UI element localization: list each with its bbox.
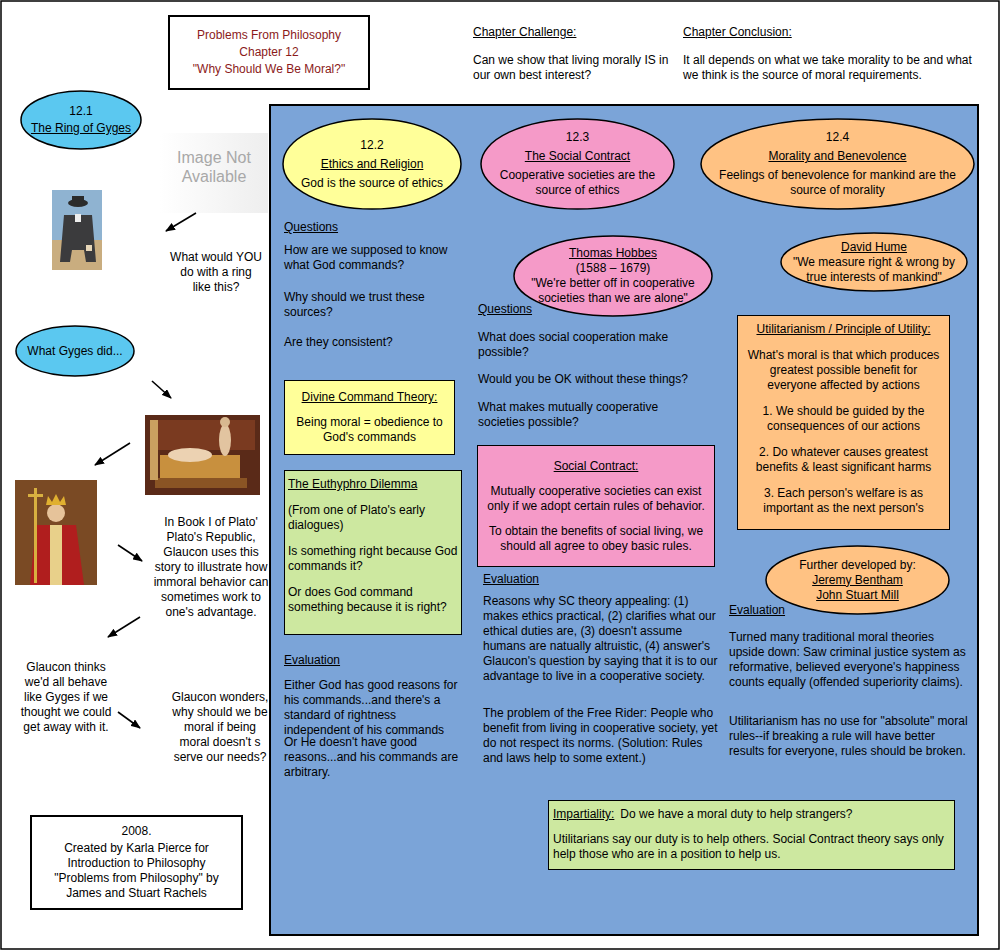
ellipse-outline (20, 90, 142, 150)
box-heading: Problems From Philosophy (178, 28, 360, 43)
section-heading: Evaluation (284, 653, 404, 668)
box-text: Mutually cooperative societies can exist… (481, 484, 711, 514)
note-text: Reasons why SC theory appealing: (1) mak… (483, 594, 723, 684)
man-painting (52, 190, 102, 270)
box-text: Is something right because God commands … (288, 544, 458, 574)
box-text: Feelings of benevolence for mankind are … (718, 168, 957, 198)
box-heading: David Hume (788, 240, 960, 255)
box-text: Cooperative societies are the source of … (496, 168, 659, 198)
box-text: John Stuart Mill (777, 588, 938, 603)
box-heading: Further developed by: (777, 558, 938, 573)
box-text: Or does God command something because it… (288, 585, 458, 615)
box-heading: 12.2 (296, 138, 448, 153)
section-heading: Questions (284, 220, 404, 235)
box-heading: The Euthyphro Dilemma (288, 477, 458, 492)
note-text: Would you be OK without these things? (478, 372, 703, 387)
image-placeholder (160, 133, 268, 213)
note-text: What would YOU do with a ring like this? (170, 250, 262, 295)
note-text: What does social cooperation make possib… (478, 330, 703, 360)
box-heading: 12.1 (30, 104, 132, 119)
box-text: Ethics and Religion (296, 157, 448, 172)
section-heading: Chapter Conclusion: (683, 25, 873, 40)
note-text: Either God has good reasons for his comm… (284, 678, 462, 738)
theory-box: Divine Command Theory: Being moral = obed… (284, 380, 455, 455)
box-text: Morality and Benevolence (718, 149, 957, 164)
box-heading: 12.4 (718, 130, 957, 145)
heading-line: Impartiality: Do we have a moral duty to … (553, 807, 950, 822)
dilemma-box: The Euthyphro Dilemma (From one of Plato'… (284, 470, 462, 635)
note-text: It all depends on what we take morality … (683, 53, 988, 83)
box-text: The Ring of Gyges (30, 121, 132, 136)
note-text: The problem of the Free Rider: People wh… (483, 706, 723, 766)
box-heading: Divine Command Theory: (291, 390, 448, 405)
note-text: Are they consistent? (284, 335, 456, 350)
box-text: "We're better off in cooperative societi… (523, 276, 703, 306)
note-text: Glaucon thinks we'd all behave like Gyge… (16, 660, 116, 735)
leader-arrows (95, 213, 196, 728)
box-question: Do we have a moral duty to help stranger… (620, 807, 852, 821)
box-heading: What Gyges did... (25, 344, 125, 359)
box-text: To obtain the benefits of social living,… (481, 524, 711, 554)
box-text: (1588 – 1679) (523, 261, 703, 276)
people-ellipse: Further developed by:Jeremy BenthamJohn … (765, 545, 950, 615)
topic-ellipse: What Gyges did... (15, 325, 135, 377)
box-heading: Utilitarianism / Principle of Utility: (744, 322, 943, 337)
box-text: What's moral is that which produces grea… (744, 348, 943, 393)
note-text: Glaucon wonders, why should we be moral … (170, 690, 270, 765)
section-heading: Questions (478, 302, 538, 317)
note-text: What makes mutually cooperative societie… (478, 400, 703, 430)
section-ellipse: 12.4Morality and BenevolenceFeelings of … (700, 118, 975, 210)
section-ellipse: 12.3The Social ContractCooperative socie… (480, 118, 675, 210)
section-heading: Chapter Challenge: (473, 25, 663, 40)
harem-painting (145, 415, 260, 495)
note-text: Turned many traditional moral theories u… (729, 630, 969, 690)
box-text: (From one of Plato's early dialogues) (288, 503, 458, 533)
box-text: Jeremy Bentham (777, 573, 938, 588)
note-text: Can we show that living morally IS in ou… (473, 53, 673, 83)
content-panel (270, 105, 978, 935)
box-heading: Social Contract: (481, 459, 711, 474)
box-heading: 2008. (52, 824, 221, 839)
box-text: "Why Should We Be Moral?" (178, 62, 360, 77)
box-text: God is the source of ethics (296, 176, 448, 191)
box-text: Utilitarians say our duty is to help oth… (553, 832, 950, 862)
note-text: In Book I of Plato' Plato's Republic, Gl… (152, 515, 270, 620)
credit-box: 2008. Created by Karla Pierce for Introdu… (30, 815, 243, 910)
theory-box: Utilitarianism / Principle of Utility: Wh… (737, 315, 950, 530)
section-ellipse: 12.2Ethics and ReligionGod is the source… (282, 118, 462, 210)
king-painting (15, 480, 97, 585)
note-text: How are we supposed to know what God com… (284, 243, 456, 273)
box-text: "We measure right & wrong by true intere… (788, 255, 960, 285)
box-text: Created by Karla Pierce for Introduction… (52, 841, 221, 901)
theory-box: Social Contract: Mutually cooperative soc… (477, 445, 715, 567)
section-heading: Evaluation (483, 572, 603, 587)
impartiality-box: Impartiality: Do we have a moral duty to … (548, 800, 955, 870)
box-text: 3. Each person's welfare is as important… (744, 486, 943, 516)
box-heading: 12.3 (496, 130, 659, 145)
box-text: Chapter 12 (178, 45, 360, 60)
person-ellipse: Thomas Hobbes(1588 – 1679)"We're better … (513, 235, 713, 317)
note-text: Image Not Available (162, 148, 266, 186)
section-ellipse: 12.1The Ring of Gyges (20, 90, 142, 150)
box-text: 2. Do whatever causes greatest benefits … (744, 445, 943, 475)
section-heading: Evaluation (729, 603, 849, 618)
title-box: Problems From PhilosophyChapter 12 "Why S… (168, 15, 370, 90)
note-text: Utilitarianism has no use for "absolute"… (729, 714, 969, 759)
box-text: The Social Contract (496, 149, 659, 164)
person-ellipse: David Hume"We measure right & wrong by t… (780, 232, 968, 292)
box-heading: Thomas Hobbes (523, 246, 703, 261)
box-text: Being moral = obedience to God's command… (291, 415, 448, 445)
box-text: 1. We should be guided by the consequenc… (744, 404, 943, 434)
box-heading: Impartiality: (553, 807, 614, 821)
note-text: Or He doesn't have good reasons...and hi… (284, 735, 462, 780)
note-text: Why should we trust these sources? (284, 290, 456, 320)
